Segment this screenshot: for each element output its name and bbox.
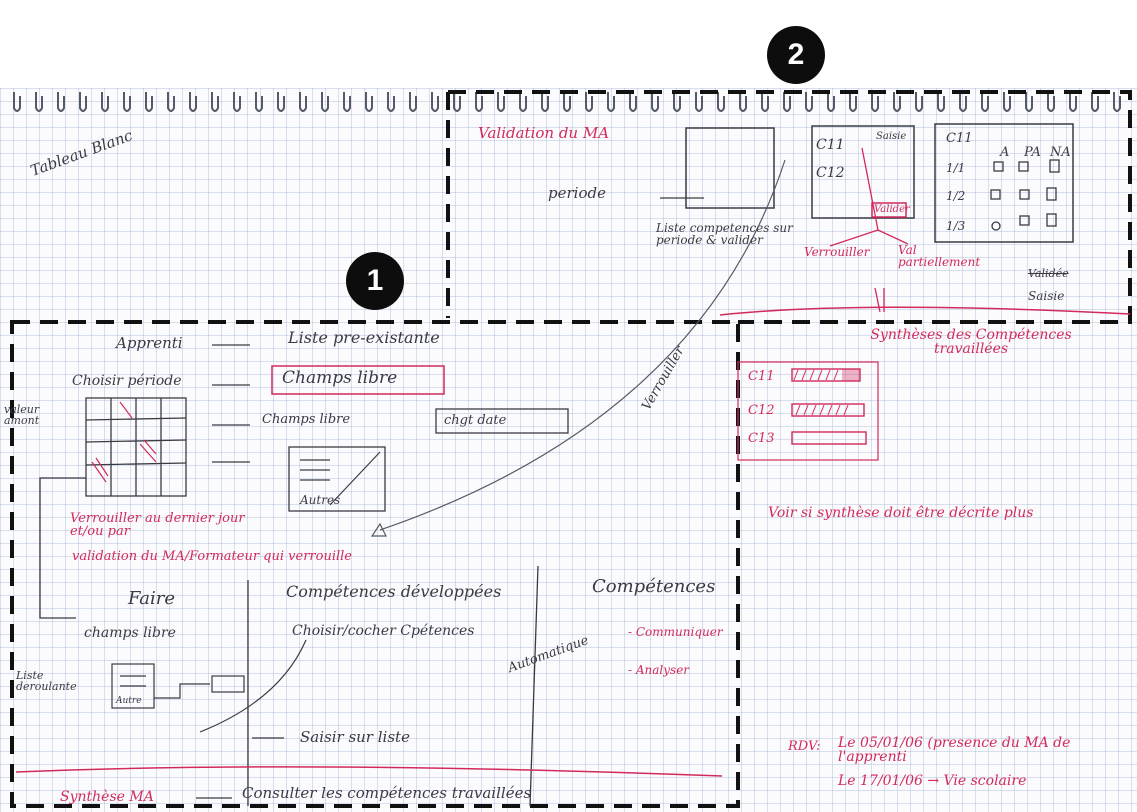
- valider-label[interactable]: Valider: [874, 205, 910, 215]
- rdv-label: RDV:: [788, 740, 820, 753]
- faire-label: Faire: [128, 590, 175, 608]
- verrouiller-note: Verrouiller au dernier jour et/ou par: [70, 512, 270, 538]
- grid-row-1: 1/1: [946, 162, 965, 174]
- choisir-cocher-label: Choisir/cocher Cpétences: [292, 624, 474, 638]
- saisir-sur-liste-label: Saisir sur liste: [300, 730, 410, 745]
- validation-ma-note: validation du MA/Formateur qui verrouill…: [72, 550, 352, 563]
- competences-developpees-label: Compétences développées: [286, 584, 501, 600]
- val-partiellement-label: Val partiellement: [898, 244, 978, 268]
- verrouiller-label: Verrouiller: [804, 246, 869, 258]
- c12-label: C12: [816, 166, 845, 180]
- saisie-label: Saisie: [1028, 290, 1064, 302]
- autres-label: Autres: [300, 494, 340, 506]
- voir-synthese-label: Voir si synthèse doit être décrite plus: [768, 506, 1034, 520]
- saisie-top-label: Saisie: [876, 132, 906, 142]
- grid-pa-header: PA: [1024, 146, 1041, 159]
- rdv-line-2: Le 17/01/06 → Vie scolaire: [838, 774, 1026, 788]
- grid-c11-header: C11: [946, 132, 973, 145]
- liste-box: [686, 128, 774, 208]
- consulter-label: Consulter les compétences travaillées: [242, 786, 531, 801]
- calendar-grid-sketch: [86, 398, 186, 496]
- grid-na-header: NA: [1050, 146, 1071, 159]
- c12-bar-label: C12: [748, 404, 775, 417]
- c11-label: C11: [816, 138, 845, 152]
- champs-libre-box-label[interactable]: Champs libre: [282, 370, 397, 387]
- liste-caption: Liste competences sur periode & valider: [656, 222, 806, 246]
- apprenti-label: Apprenti: [116, 336, 183, 351]
- champs-libre-3-label: champs libre: [84, 626, 176, 640]
- grid-a-header: A: [1000, 146, 1009, 159]
- competences-label: Compétences: [592, 578, 715, 596]
- validee-label: Validée: [1028, 268, 1069, 279]
- synthese-ma-label: Synthèse MA: [60, 790, 154, 804]
- c13-bar: [792, 432, 866, 444]
- liste-deroulante-label: Liste deroulante: [16, 670, 76, 692]
- grid-row-3: 1/3: [946, 220, 965, 232]
- synthese-competences-label: Synthèses des Compétences travaillées: [866, 328, 1076, 356]
- c13-bar-label: C13: [748, 432, 775, 445]
- rdv-line-1: Le 05/01/06 (presence du MA de l'apprent…: [838, 736, 1128, 764]
- choisir-periode-label: Choisir période: [72, 374, 182, 388]
- periode-label: periode: [548, 186, 606, 201]
- champs-libre-2-label: Champs libre: [262, 413, 350, 426]
- validation-ma-title: Validation du MA: [478, 126, 609, 141]
- liste-pre-existante-label: Liste pre-existante: [288, 330, 440, 346]
- chgt-date-label[interactable]: chgt date: [444, 414, 506, 427]
- autre-small-label: Autre: [116, 697, 142, 706]
- valeur-amont-label: valeur amont: [4, 404, 60, 426]
- communiquer-label: - Communiquer: [628, 626, 723, 638]
- grid-row-2: 1/2: [946, 190, 965, 202]
- c11-bar-label: C11: [748, 370, 775, 383]
- analyser-label: - Analyser: [628, 664, 689, 676]
